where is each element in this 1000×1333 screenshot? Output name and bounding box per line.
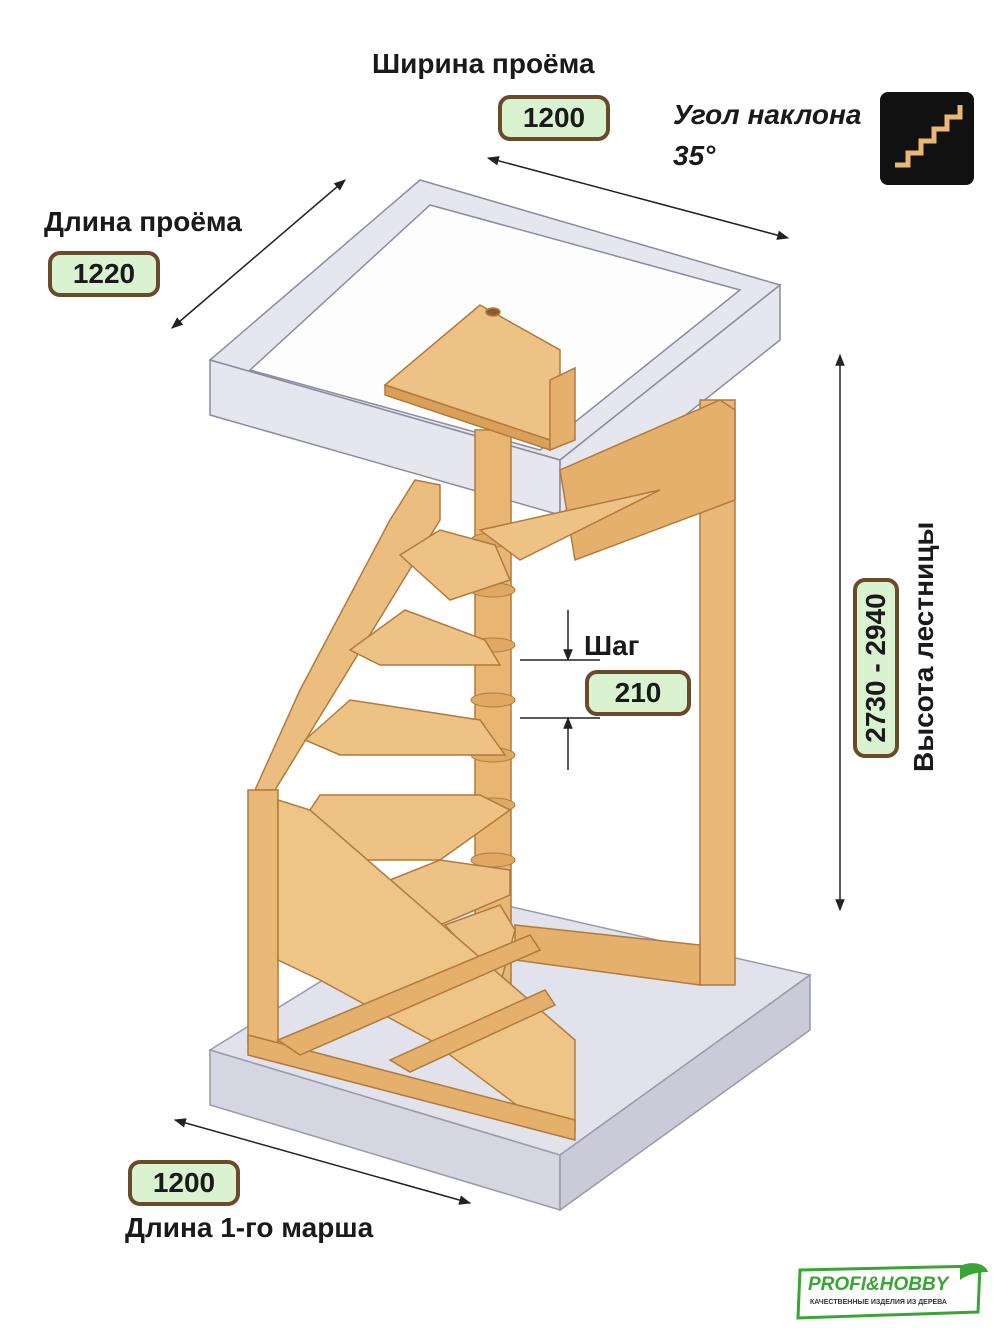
brand-tagline: КАЧЕСТВЕННЫЕ ИЗДЕЛИЯ ИЗ ДЕРЕВА bbox=[810, 1299, 947, 1306]
height-badge: 2730 - 2940 bbox=[853, 578, 899, 758]
stairs-icon bbox=[880, 92, 974, 185]
first-flight-label: Длина 1-го марша bbox=[125, 1212, 374, 1243]
brand-logo: PROFI&HOBBY КАЧЕСТВЕННЫЕ ИЗДЕЛИЯ ИЗ ДЕРЕ… bbox=[790, 1262, 990, 1322]
opening-length-badge: 1220 bbox=[48, 251, 160, 297]
height-label: Высота лестницы bbox=[908, 521, 939, 772]
dimension-lines bbox=[171, 156, 845, 1205]
step bbox=[398, 529, 512, 601]
incline-value: 35° bbox=[673, 140, 716, 171]
step-label: Шаг bbox=[584, 630, 640, 661]
step-badge: 210 bbox=[585, 670, 691, 716]
back-frame bbox=[514, 399, 736, 986]
front-stringer bbox=[247, 789, 576, 1141]
spiral-steps bbox=[303, 489, 661, 987]
opening-width-label: Ширина проёма bbox=[372, 48, 595, 79]
opening-width-badge: 1200 bbox=[498, 95, 610, 141]
step bbox=[348, 609, 502, 666]
top-landing bbox=[383, 304, 576, 452]
step bbox=[478, 489, 661, 561]
opening-length-label: Длина проёма bbox=[44, 206, 242, 237]
first-flight-badge: 1200 bbox=[128, 1160, 240, 1206]
brand-name: PROFI&HOBBY bbox=[808, 1274, 949, 1295]
incline-label: Угол наклона bbox=[673, 99, 862, 130]
step bbox=[303, 699, 507, 756]
